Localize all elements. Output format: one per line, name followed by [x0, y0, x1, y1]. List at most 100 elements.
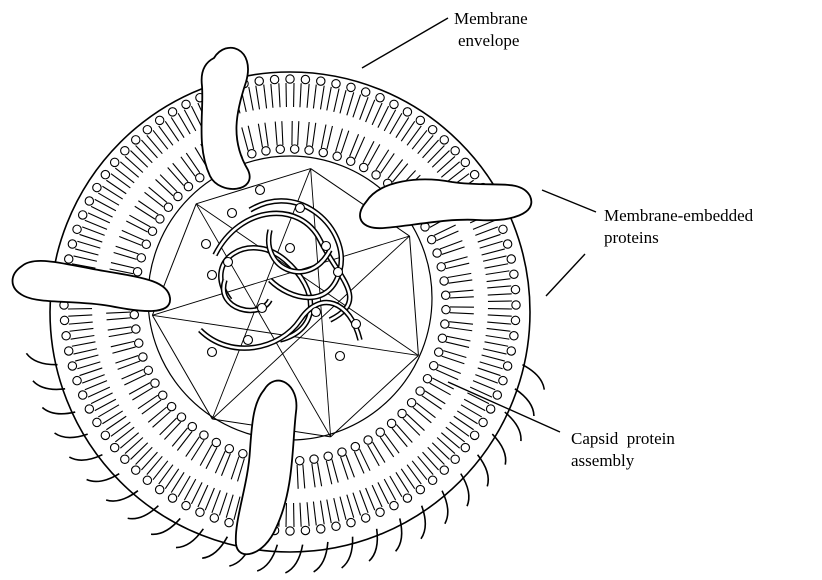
lipid-tail	[480, 362, 503, 369]
lipid-head	[196, 508, 204, 516]
lipid-tail	[153, 461, 168, 480]
lipid-head	[351, 442, 359, 450]
capsid-label-line2: assembly	[571, 450, 675, 472]
lipid-head	[441, 291, 449, 299]
lipid-tail	[353, 493, 361, 516]
lipid-tail	[118, 361, 140, 369]
lipid-head	[407, 399, 415, 407]
lipid-head	[73, 225, 81, 233]
lipid-head	[151, 379, 159, 387]
lipid-tail	[423, 452, 439, 470]
lipid-tail	[181, 157, 195, 176]
lipid-head	[310, 455, 318, 463]
lipid-head	[155, 485, 163, 493]
lipid-tail	[132, 388, 153, 400]
lipid-head	[85, 197, 93, 205]
lipid-tail	[353, 95, 361, 118]
lipid-head	[200, 431, 208, 439]
lipid-tail	[485, 264, 509, 268]
genome-bead	[258, 304, 267, 313]
lipid-head	[143, 125, 151, 133]
lipid-tail	[116, 246, 139, 254]
lipid-tail	[363, 141, 374, 162]
lipid-tail	[73, 349, 96, 354]
lipid-tail	[125, 156, 143, 172]
lipid-tail	[447, 336, 471, 341]
surface-spike	[26, 353, 57, 364]
lipid-tail	[145, 192, 164, 207]
lipid-head	[333, 152, 341, 160]
lipid-tail	[191, 440, 204, 460]
lipid-head	[177, 413, 185, 421]
lipid-tail	[446, 342, 469, 348]
lipid-tail	[82, 227, 104, 235]
lipid-tail	[360, 97, 368, 119]
lipid-head	[110, 158, 118, 166]
lipid-tail	[142, 400, 161, 414]
genome-bead	[244, 336, 253, 345]
lipid-tail	[403, 418, 420, 435]
lipid-tail	[248, 126, 253, 149]
lipid-head	[135, 339, 143, 347]
lipid-tail	[72, 342, 96, 346]
genome-bead	[208, 271, 217, 280]
lipid-head	[440, 466, 448, 474]
lipid-tail	[112, 347, 135, 353]
lipid-tail	[366, 488, 375, 510]
lipid-tail	[141, 452, 157, 470]
lipid-head	[225, 518, 233, 526]
lipid-tail	[381, 153, 395, 173]
lipid-head	[167, 402, 175, 410]
genome-bead	[352, 320, 361, 329]
lipid-tail	[347, 92, 354, 115]
lipid-tail	[360, 490, 368, 512]
lipid-tail	[366, 100, 375, 122]
lipid-tail	[300, 503, 301, 527]
lipid-tail	[392, 164, 407, 182]
capsid-label: Capsid protein assembly	[571, 428, 675, 472]
lipid-tail	[417, 403, 436, 418]
lipid-head	[376, 94, 384, 102]
lipid-tail	[432, 443, 449, 460]
surface-spike	[285, 545, 302, 573]
lipid-tail	[114, 253, 137, 260]
surface-spike	[106, 491, 138, 501]
lipid-head	[346, 157, 354, 165]
lipid-tail	[147, 456, 162, 474]
membrane-protein	[360, 179, 531, 228]
surface-spike	[522, 365, 544, 390]
lipid-tail	[440, 241, 462, 249]
lipid-head	[174, 192, 182, 200]
lipid-tail	[172, 428, 187, 446]
lipid-tail	[77, 241, 100, 248]
lipid-head	[507, 255, 515, 263]
lipid-head	[347, 518, 355, 526]
lipid-tail	[478, 234, 501, 242]
membrane-proteins-label: Membrane-embedded proteins	[604, 205, 753, 249]
lipid-head	[403, 494, 411, 502]
lipid-tail	[446, 263, 469, 268]
surface-spike	[342, 537, 353, 568]
lipid-head	[276, 145, 284, 153]
lipid-head	[317, 77, 325, 85]
lipid-head	[286, 527, 294, 535]
lipid-head	[182, 501, 190, 509]
lipid-head	[301, 526, 309, 534]
lipid-head	[324, 452, 332, 460]
lipid-tail	[326, 461, 331, 484]
lipid-head	[155, 116, 163, 124]
lipid-tail	[206, 447, 217, 468]
lipid-tail	[483, 349, 506, 354]
lipid-tail	[148, 407, 166, 422]
lipid-tail	[177, 432, 192, 451]
lipid-tail	[380, 437, 394, 457]
lipid-tail	[129, 215, 150, 227]
lipid-tail	[298, 121, 299, 145]
lipid-head	[239, 449, 247, 457]
lipid-tail	[483, 256, 506, 261]
genome-bead	[208, 348, 217, 357]
lipid-head	[133, 268, 141, 276]
lipid-tail	[412, 461, 427, 480]
lipid-head	[164, 203, 172, 211]
